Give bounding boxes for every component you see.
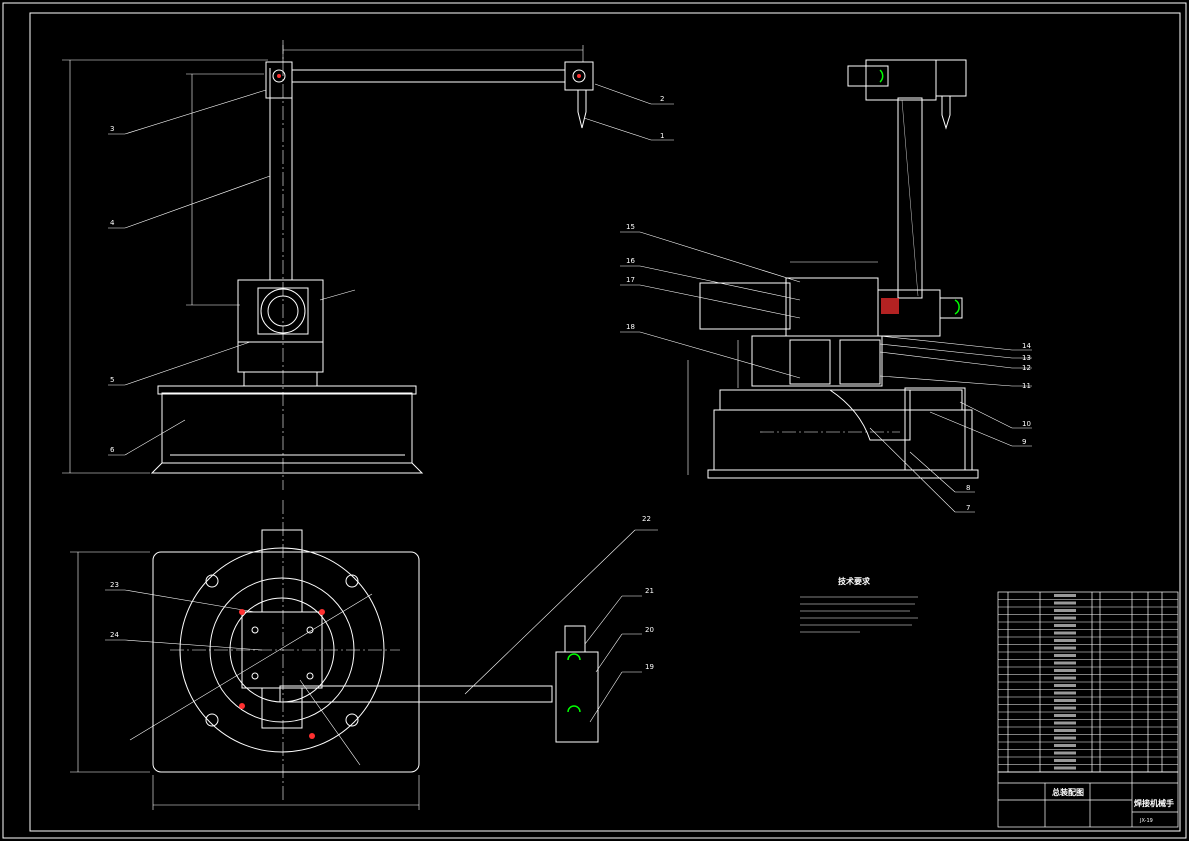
- part-label-14: 14: [1022, 342, 1031, 350]
- part-label-9: 9: [1022, 438, 1026, 446]
- parts-row-mark: [1054, 646, 1076, 650]
- parts-row-mark: [1054, 721, 1076, 725]
- parts-row-mark: [1054, 601, 1076, 605]
- part-label-12: 12: [1022, 364, 1031, 372]
- title-block-main-title: 总装配图: [1052, 787, 1084, 797]
- part-label-8: 8: [966, 484, 970, 492]
- part-label-11: 11: [1022, 382, 1031, 390]
- parts-row-mark: [1054, 631, 1076, 635]
- part-label-17: 17: [626, 276, 635, 284]
- front-view: [62, 40, 674, 490]
- part-label-16: 16: [626, 257, 635, 265]
- parts-row-mark: [1054, 744, 1076, 747]
- parts-row-mark: [1054, 766, 1076, 770]
- top-view-highlights: [239, 609, 581, 739]
- title-block-drawing-name: 焊接机械手: [1134, 798, 1174, 808]
- parts-row-mark: [1054, 759, 1076, 762]
- parts-row-mark: [1054, 699, 1076, 702]
- parts-row-mark: [1054, 706, 1076, 710]
- top-view: [70, 500, 658, 810]
- parts-row-mark: [1054, 736, 1076, 740]
- side-section-view: [620, 59, 1032, 513]
- part-number-labels: 2 1 3 4 5 6 15 16 17 18 14 13 12 11 10 9…: [110, 95, 1031, 671]
- parts-row-mark: [1054, 594, 1076, 597]
- parts-row-mark: [1054, 624, 1076, 627]
- part-label-23: 23: [110, 581, 119, 589]
- parts-row-mark: [1054, 751, 1076, 755]
- parts-row-mark: [1054, 669, 1076, 672]
- parts-row-mark: [1054, 661, 1076, 665]
- parts-row-mark: [1054, 639, 1076, 642]
- part-label-2: 2: [660, 95, 664, 103]
- parts-row-mark: [1054, 714, 1076, 717]
- front-view-highlights: [277, 74, 581, 78]
- part-label-15: 15: [626, 223, 635, 231]
- parts-row-mark: [1054, 609, 1076, 612]
- parts-row-mark: [1054, 654, 1076, 657]
- part-label-19: 19: [645, 663, 654, 671]
- parts-row-mark: [1054, 684, 1076, 687]
- part-label-10: 10: [1022, 420, 1031, 428]
- part-label-6: 6: [110, 446, 115, 454]
- part-label-5: 5: [110, 376, 114, 384]
- part-label-21: 21: [645, 587, 654, 595]
- parts-list-rows: [998, 599, 1178, 773]
- part-label-1: 1: [660, 132, 664, 140]
- title-block-drawing-no: JX-19: [1139, 818, 1153, 824]
- part-label-20: 20: [645, 626, 654, 634]
- part-label-4: 4: [110, 219, 115, 227]
- part-label-7: 7: [966, 504, 970, 512]
- parts-list-marks: [1054, 594, 1076, 770]
- part-label-22: 22: [642, 515, 651, 523]
- side-view-highlights: [879, 69, 960, 315]
- parts-row-mark: [1054, 616, 1076, 620]
- title-block: [997, 771, 1179, 828]
- parts-row-mark: [1054, 691, 1076, 695]
- technical-notes: 技术要求: [800, 576, 918, 633]
- parts-row-mark: [1054, 729, 1076, 732]
- parts-row-mark: [1054, 676, 1076, 680]
- part-label-18: 18: [626, 323, 635, 331]
- inner-frame: [29, 12, 1181, 832]
- part-label-24: 24: [110, 631, 119, 639]
- part-label-3: 3: [110, 125, 114, 133]
- tech-notes-title: 技术要求: [838, 576, 871, 586]
- part-label-13: 13: [1022, 354, 1031, 362]
